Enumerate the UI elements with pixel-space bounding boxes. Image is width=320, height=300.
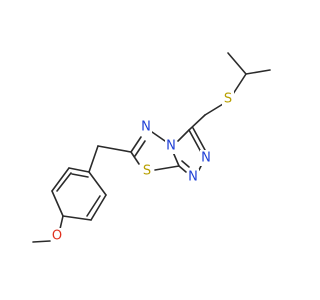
- bond: [232, 73, 247, 95]
- atom-s-thioether: S: [222, 91, 234, 107]
- atom-label-n: N: [141, 120, 151, 135]
- bond: [51, 167, 70, 192]
- bond: [172, 151, 180, 167]
- bond: [59, 215, 64, 230]
- bond: [56, 172, 72, 192]
- bond: [181, 160, 190, 168]
- atom-labels: S N N N N S O: [51, 91, 234, 244]
- bond: [154, 165, 180, 171]
- atom-label-s: S: [143, 164, 151, 179]
- bond: [32, 240, 51, 243]
- bond: [86, 195, 101, 217]
- bond: [227, 52, 247, 75]
- atom-n-triazole-right: N: [200, 150, 212, 166]
- atom-n-bridge: N: [165, 138, 177, 154]
- bonds: [32, 52, 271, 243]
- atom-n-ring-top: N: [140, 119, 152, 135]
- atom-label-n: N: [188, 170, 198, 185]
- bond: [62, 215, 92, 221]
- bond: [90, 194, 107, 221]
- bond: [88, 171, 107, 196]
- bond: [192, 127, 206, 151]
- atom-label-n: N: [166, 139, 176, 154]
- bond: [177, 129, 190, 142]
- atom-o-methoxy: O: [51, 228, 64, 244]
- atom-label-n: N: [201, 151, 211, 166]
- atom-label-s: S: [224, 92, 232, 107]
- bond: [134, 140, 146, 157]
- bond: [130, 136, 142, 153]
- bond: [178, 165, 187, 173]
- bond: [88, 145, 99, 173]
- bond: [204, 103, 224, 116]
- bond: [151, 131, 166, 142]
- atom-s-thiadiazole: S: [141, 163, 153, 179]
- atom-n-triazole-bottom: N: [187, 169, 199, 185]
- bond: [51, 190, 64, 217]
- bond: [130, 151, 140, 165]
- bond: [68, 167, 90, 173]
- bond: [71, 173, 89, 178]
- atom-label-o: O: [52, 229, 62, 244]
- molecule-structure: S N N N N S O: [32, 52, 271, 244]
- bond: [188, 114, 206, 131]
- bond: [245, 69, 271, 75]
- bond: [188, 129, 202, 153]
- bond: [97, 145, 132, 153]
